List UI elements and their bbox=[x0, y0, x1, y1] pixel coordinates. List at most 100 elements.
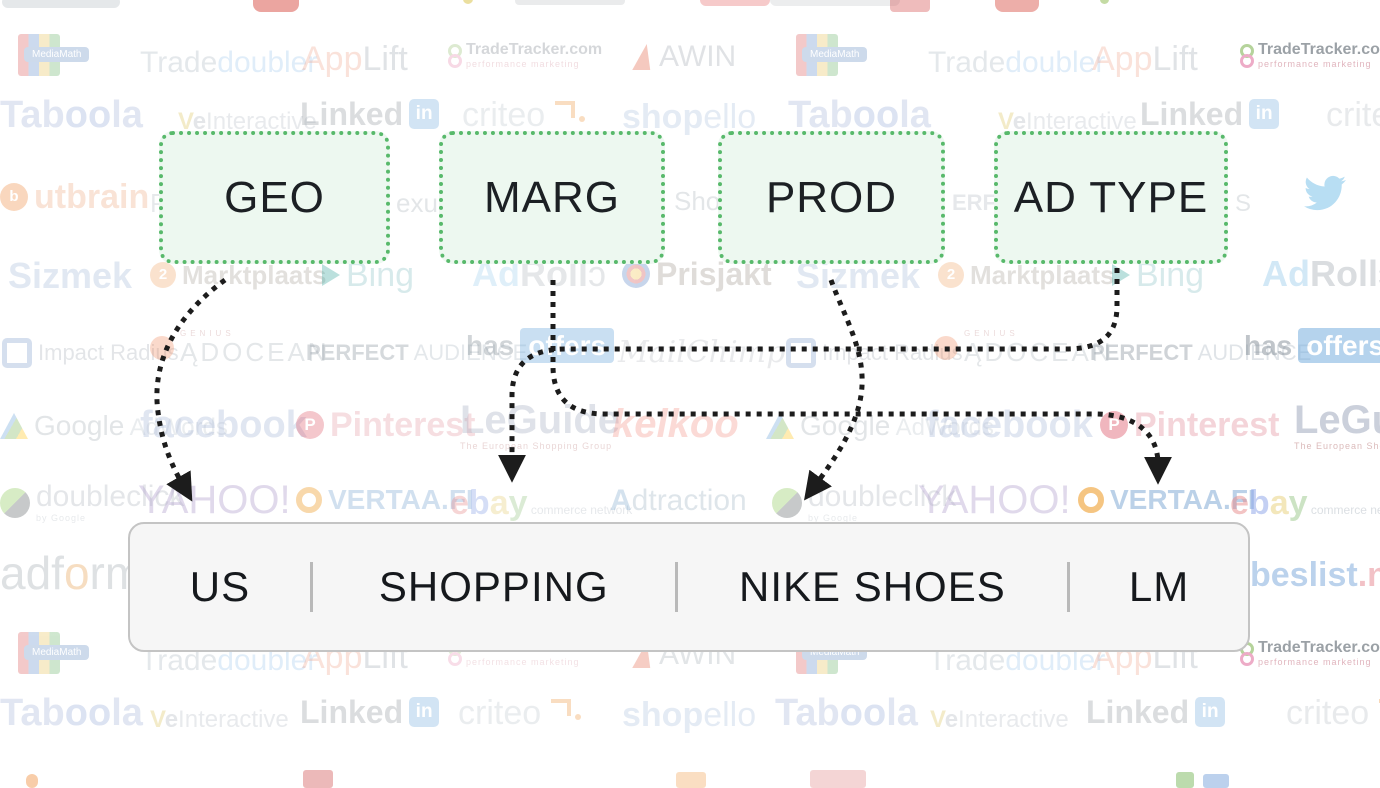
bg-logo-text: criteo bbox=[458, 694, 542, 732]
bg-logo-text: AUDIENCE bbox=[408, 340, 528, 365]
bg-logo-text: a bbox=[489, 484, 509, 522]
bg-logo-taboola: Taboola bbox=[0, 694, 143, 732]
bg-logo-shopello: shopello bbox=[622, 698, 756, 732]
bg-logo-text: ello bbox=[703, 696, 757, 734]
bg-logo-impact-radius: Impact Radius bbox=[2, 338, 179, 368]
bg-logo-text: Interactive bbox=[178, 706, 289, 733]
bg-logo-text: shop bbox=[622, 98, 704, 136]
bg-logo-text: V bbox=[930, 706, 945, 733]
bg-logo-mediamath: MediaMath bbox=[18, 632, 90, 674]
bg-logo-text: Linked bbox=[300, 96, 404, 132]
bg-logo-yahoo: YAHOO! bbox=[918, 480, 1071, 520]
bg-logo-sizmek: Sizmek bbox=[8, 258, 132, 294]
bg-logo-shopello: shopello bbox=[622, 100, 756, 134]
bg-logo-text: App bbox=[1092, 40, 1153, 78]
bg-logo-veinteractive: VeInteractive bbox=[998, 110, 1137, 134]
vertaa-fi-icon bbox=[1078, 487, 1104, 513]
segment-geo-value: US bbox=[189, 563, 251, 610]
bg-logo-veinteractive: VeInteractive bbox=[930, 708, 1069, 732]
cropped-logo-fragment bbox=[1100, 0, 1109, 4]
bg-logo-ebay-commerce-network: ebay commerce network bbox=[450, 486, 632, 520]
bg-logo-text: Marktplaats bbox=[970, 260, 1115, 290]
bg-logo-taboola: Taboola bbox=[775, 694, 918, 732]
bg-logo-text: VERTAA.FI bbox=[1110, 484, 1256, 515]
bg-logo-text: offers bbox=[520, 328, 615, 363]
bg-logo-applift: AppLift bbox=[302, 42, 408, 76]
bg-logo-text: VERTAA.FI bbox=[328, 484, 474, 515]
bing-icon bbox=[1112, 264, 1130, 286]
awin-icon bbox=[632, 44, 656, 70]
bg-logo-text: e bbox=[450, 484, 469, 522]
bg-logo-text: Linked bbox=[1086, 694, 1190, 730]
twitter-icon bbox=[1300, 172, 1350, 214]
bg-logo-text: Tab bbox=[0, 692, 65, 734]
pinterest-icon: P bbox=[1100, 411, 1128, 439]
bg-logo-text: YAHOO! bbox=[138, 478, 291, 522]
doubleclick-icon bbox=[772, 487, 802, 518]
bg-logo-text: Google bbox=[34, 410, 125, 441]
linkedin-icon: in bbox=[1249, 99, 1280, 129]
bg-logo-text: Linked bbox=[1140, 96, 1244, 132]
bg-logo-facebook: facebook bbox=[140, 406, 307, 444]
bg-logo-criteo: criteo bbox=[462, 96, 586, 134]
bg-logo-text: LeGuide bbox=[1294, 398, 1380, 442]
linkedin-icon: in bbox=[409, 99, 440, 129]
bg-logo-adtraction: Adtraction bbox=[610, 486, 747, 516]
cropped-logo-fragment bbox=[770, 0, 900, 6]
field-prod-label: PROD bbox=[765, 172, 898, 222]
bg-logo-text: y bbox=[1288, 484, 1308, 522]
bg-logo-kelkoo: kelkoo bbox=[612, 404, 739, 444]
bg-logo-perfect-audience: PERFECT AUDIENCE bbox=[306, 342, 527, 364]
mediamath-icon bbox=[796, 34, 838, 76]
bg-logo-adform: adform bbox=[0, 550, 143, 596]
bg-logo-facebook: facebook bbox=[926, 406, 1093, 444]
bg-logo-beslist-nl: beslist.nl bbox=[1250, 558, 1380, 592]
bg-logo-cropped-text: S bbox=[1235, 192, 1251, 216]
bg-logo-text: oo bbox=[64, 692, 112, 734]
bg-logo-text: doubler bbox=[217, 46, 318, 79]
bg-logo-text: Tab bbox=[788, 94, 853, 136]
bg-logo-vertaa-fi: VERTAA.FI bbox=[296, 486, 474, 514]
field-box-marg: MARG bbox=[439, 131, 665, 264]
bg-logo-text: S bbox=[1235, 190, 1252, 217]
bg-logo-text: commerce network bbox=[1310, 503, 1380, 517]
bg-logo-text: la bbox=[899, 94, 931, 136]
linkedin-icon: in bbox=[409, 697, 440, 727]
cropped-logo-fragment bbox=[26, 774, 38, 788]
cropped-logo-fragment bbox=[700, 0, 770, 6]
cropped-logo-fragment bbox=[890, 0, 930, 12]
cropped-logo-fragment bbox=[253, 0, 299, 12]
cropped-logo-fragment bbox=[515, 0, 625, 5]
pinterest-icon: P bbox=[296, 411, 324, 439]
bg-logo-text: LeGuide bbox=[460, 398, 621, 442]
bg-logo-tagline: The European Shopping Group bbox=[1294, 441, 1380, 451]
bg-logo-text: AWIN bbox=[659, 40, 737, 73]
bg-logo-text: Tab bbox=[0, 94, 65, 136]
adocean-icon bbox=[150, 335, 174, 360]
mediamath-icon bbox=[18, 632, 60, 674]
bg-logo-text: MediaMath bbox=[802, 47, 868, 62]
bg-logo-text: V bbox=[998, 108, 1013, 135]
field-marg-label: MARG bbox=[484, 172, 620, 222]
bg-logo-text: PERFECT bbox=[306, 340, 409, 365]
bg-logo-text: dtraction bbox=[631, 484, 747, 517]
bg-logo-tradedoubler: Tradedoubler bbox=[140, 48, 317, 78]
bg-logo-text: ɔ· bbox=[1378, 253, 1380, 294]
doubleclick-icon bbox=[0, 487, 30, 518]
bg-logo-text: Sizmek bbox=[8, 255, 133, 296]
bg-logo-text: criteo bbox=[462, 96, 546, 134]
bg-logo-text: commerce network bbox=[527, 503, 633, 517]
bg-logo-text: y bbox=[508, 484, 528, 522]
marktplaats-icon: 2 bbox=[150, 262, 176, 288]
bg-logo-text: Linked bbox=[300, 694, 404, 730]
